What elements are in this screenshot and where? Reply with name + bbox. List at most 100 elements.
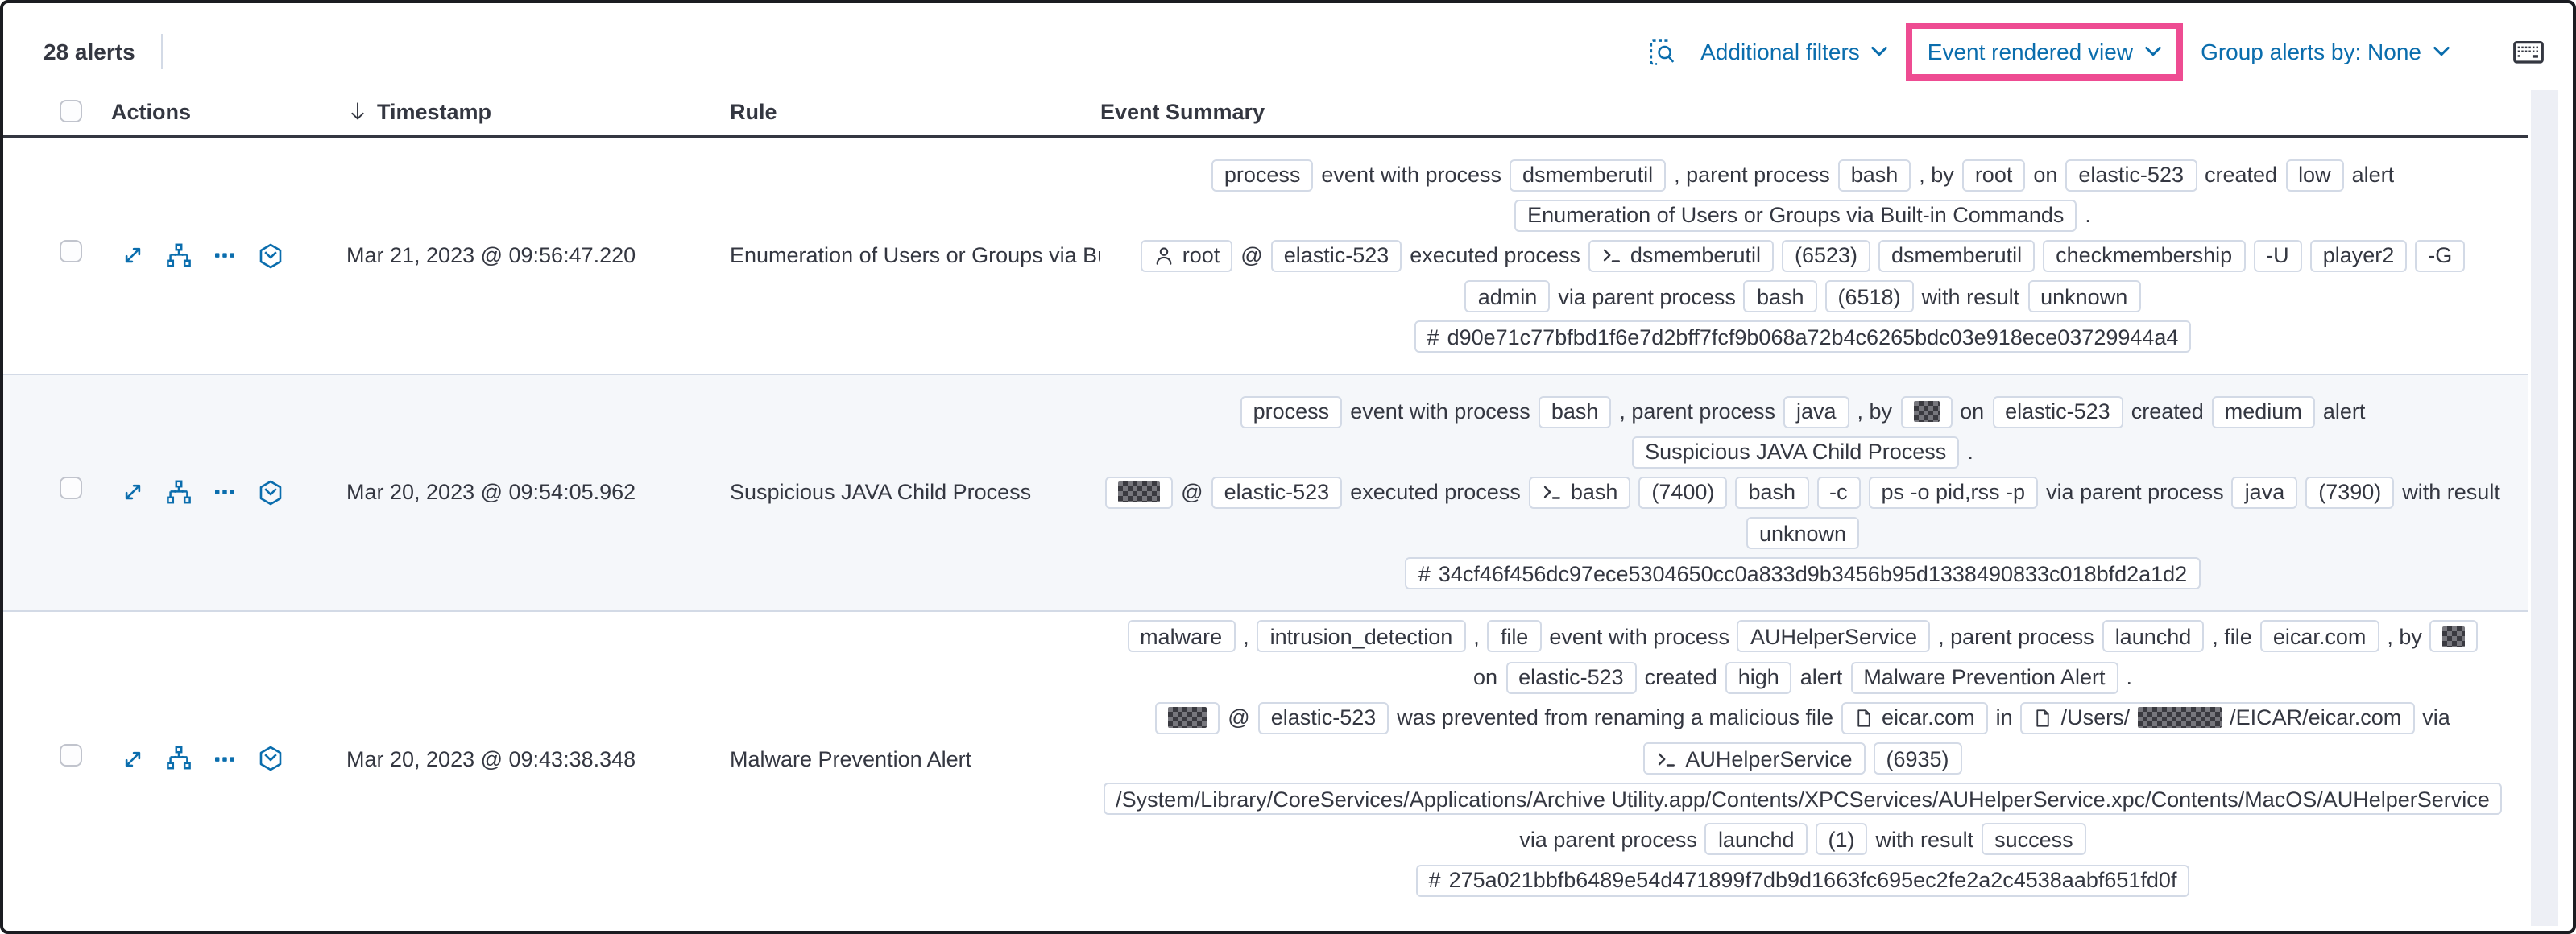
field-badge[interactable]: java <box>2231 476 2298 509</box>
alerts-count: 28 alerts <box>43 39 135 64</box>
field-badge[interactable]: bash <box>1538 395 1612 428</box>
field-badge[interactable]: player2 <box>2309 239 2408 272</box>
group-alerts-label: Group alerts by: None <box>2201 39 2421 64</box>
field-badge[interactable]: /System/Library/CoreServices/Application… <box>1103 783 2503 816</box>
column-header-timestamp[interactable]: Timestamp <box>346 99 730 123</box>
field-badge[interactable]: -G <box>2415 239 2466 272</box>
summary-text: via <box>2422 705 2450 730</box>
select-all-checkbox[interactable] <box>60 100 82 122</box>
event-summary-line: #275a021bbfb6489e54d471899f7db9d1663fc69… <box>1100 864 2505 897</box>
field-badge[interactable]: elastic-523 <box>1992 395 2123 428</box>
field-badge[interactable]: intrusion_detection <box>1257 620 1466 653</box>
summary-text: , <box>1473 624 1480 649</box>
field-badge[interactable] <box>1155 701 1220 734</box>
analyze-event-button[interactable] <box>166 480 192 506</box>
summary-text: , by <box>2387 624 2422 649</box>
field-badge[interactable]: dsmemberutil <box>1510 159 1667 192</box>
field-badge[interactable]: unknown <box>2027 280 2141 313</box>
summary-text: . <box>2126 665 2132 690</box>
expand-alert-button[interactable] <box>121 481 145 505</box>
field-badge[interactable]: root <box>1140 239 1233 272</box>
field-badge[interactable]: (6518) <box>1824 280 1914 313</box>
field-badge[interactable] <box>1900 395 1953 428</box>
field-badge[interactable]: unknown <box>1746 517 1860 550</box>
field-badge[interactable]: elastic-523 <box>2065 159 2197 192</box>
expand-alert-button[interactable] <box>121 746 145 771</box>
field-badge[interactable]: medium <box>2211 395 2315 428</box>
inspect-button[interactable] <box>1647 38 1675 65</box>
more-actions-button[interactable] <box>213 746 237 771</box>
keyboard-shortcuts-button[interactable] <box>2513 39 2544 64</box>
field-badge[interactable]: eicar.com <box>1841 701 1988 734</box>
field-badge[interactable]: checkmembership <box>2043 239 2246 272</box>
field-badge[interactable]: (7400) <box>1638 476 1728 509</box>
field-badge[interactable]: elastic-523 <box>1211 476 1343 509</box>
additional-filters-button[interactable]: Additional filters <box>1700 39 1889 64</box>
field-badge[interactable]: Malware Prevention Alert <box>1850 661 2118 694</box>
redacted-text <box>1913 401 1940 423</box>
field-badge[interactable]: file <box>1487 620 1542 653</box>
expand-alert-button[interactable] <box>121 244 145 268</box>
summary-text: event with process <box>1321 163 1502 188</box>
field-badge[interactable]: Enumeration of Users or Groups via Built… <box>1514 199 2077 232</box>
hash-prefix: # <box>1427 324 1439 349</box>
more-actions-button[interactable] <box>213 244 237 268</box>
field-badge[interactable]: eicar.com <box>2259 620 2379 653</box>
summary-text: with result <box>1875 827 1974 852</box>
field-badge[interactable]: high <box>1725 661 1792 694</box>
field-badge[interactable]: AUHelperService <box>1643 742 1866 775</box>
field-badge[interactable]: success <box>1982 823 2086 856</box>
field-badge[interactable]: bash <box>1735 476 1808 509</box>
field-badge[interactable]: dsmemberutil <box>1588 239 1774 272</box>
field-badge[interactable]: launchd <box>2102 620 2205 653</box>
hash-badge[interactable]: #34cf46f456dc97ece5304650cc0a833d9b3456b… <box>1405 557 2201 590</box>
event-rendered-view-button[interactable]: Event rendered view <box>1928 39 2162 64</box>
field-badge[interactable]: elastic-523 <box>1257 701 1389 734</box>
group-alerts-button[interactable]: Group alerts by: None <box>2201 39 2450 64</box>
more-actions-button[interactable] <box>213 481 237 505</box>
hash-badge[interactable]: #275a021bbfb6489e54d471899f7db9d1663fc69… <box>1415 864 2190 897</box>
field-badge[interactable]: bash <box>1743 280 1817 313</box>
field-badge[interactable] <box>1105 476 1174 509</box>
field-badge[interactable]: bash <box>1528 476 1631 509</box>
field-badge[interactable]: elastic-523 <box>1505 661 1637 694</box>
summary-text: created <box>2131 399 2204 424</box>
field-badge[interactable]: (7390) <box>2305 476 2395 509</box>
field-badge[interactable]: malware <box>1127 620 1236 653</box>
field-badge[interactable]: (6523) <box>1781 239 1871 272</box>
field-badge[interactable]: admin <box>1464 280 1551 313</box>
more-actions-icon <box>213 244 237 268</box>
field-badge[interactable]: process <box>1240 395 1343 428</box>
keyboard-shortcuts-icon <box>2513 39 2544 64</box>
field-badge[interactable]: (6935) <box>1873 742 1962 775</box>
field-badge[interactable]: launchd <box>1704 823 1808 856</box>
analyze-event-button[interactable] <box>166 243 192 269</box>
field-badge[interactable] <box>2429 620 2479 653</box>
field-badge[interactable]: ps -o pid,rss -p <box>1868 476 2039 509</box>
field-badge[interactable]: process <box>1211 159 1314 192</box>
field-badge[interactable]: -c <box>1816 476 1861 509</box>
timestamp-cell: Mar 20, 2023 @ 09:54:05.962 <box>346 480 636 505</box>
field-badge[interactable]: AUHelperService <box>1737 620 1931 653</box>
field-badge[interactable]: dsmemberutil <box>1878 239 2036 272</box>
field-badge[interactable]: bash <box>1837 159 1911 192</box>
summary-text: , parent process <box>1619 399 1775 424</box>
open-session-view-button[interactable] <box>258 480 284 506</box>
row-checkbox[interactable] <box>60 240 82 263</box>
open-session-view-button[interactable] <box>258 243 284 269</box>
field-badge[interactable]: Suspicious JAVA Child Process <box>1632 436 1960 469</box>
field-badge[interactable]: (1) <box>1815 823 1868 856</box>
row-checkbox[interactable] <box>60 477 82 500</box>
field-badge[interactable]: /Users//EICAR/eicar.com <box>2020 701 2415 734</box>
row-checkbox[interactable] <box>60 743 82 767</box>
field-badge[interactable]: java <box>1783 395 1849 428</box>
field-badge[interactable]: elastic-523 <box>1270 239 1402 272</box>
field-badge[interactable]: -U <box>2253 239 2302 272</box>
field-badge[interactable]: low <box>2285 159 2344 192</box>
analyze-event-button[interactable] <box>166 746 192 771</box>
field-badge[interactable]: root <box>1961 159 2026 192</box>
open-session-view-button[interactable] <box>258 746 284 771</box>
hash-badge[interactable]: #d90e71c77bfbd1f6e7d2bff7fcf9b068a72b4c6… <box>1414 320 2192 353</box>
scrollbar-track[interactable] <box>2531 90 2558 926</box>
